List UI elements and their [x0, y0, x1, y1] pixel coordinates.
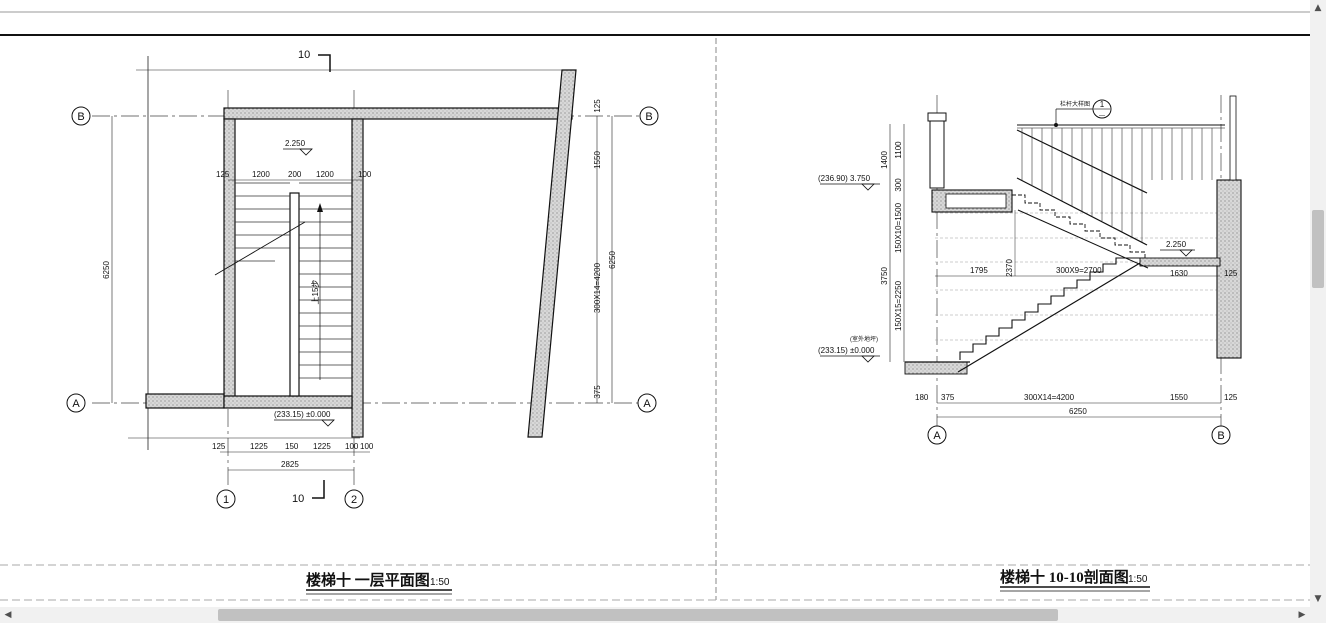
callout-sub: — [1099, 113, 1105, 119]
scroll-up-icon[interactable]: ▲ [1314, 3, 1322, 13]
dim-right-0: 125 [593, 99, 602, 113]
dim-bottom-3: 1225 [313, 442, 331, 451]
dim-inner-0: 1795 [970, 266, 988, 275]
callout-number: 1 [1100, 100, 1105, 109]
dim-top-3: 1200 [316, 170, 334, 179]
dim-bottom-s1: 375 [941, 393, 955, 402]
level-outdoor: (室外地坪) [850, 335, 878, 343]
dim-right-4: 375 [593, 385, 602, 399]
dim-bottom-5: 100 [360, 442, 374, 451]
vertical-scroll-thumb[interactable] [1312, 210, 1324, 288]
dim-inner-2: 300X9=2700 [1056, 266, 1102, 275]
dim-left-4: 3750 [880, 267, 889, 285]
grid-label-2: 2 [351, 494, 357, 506]
dim-bottom-s2: 300X14=4200 [1024, 393, 1075, 402]
level-top: (236.90) 3.750 [818, 174, 871, 183]
scroll-left-icon[interactable]: ◀ [4, 610, 12, 620]
horizontal-scrollbar[interactable]: ◀ ▶ [0, 607, 1310, 623]
dim-total-section: 6250 [1069, 407, 1087, 416]
dim-left-3: 150X10=1500 [894, 202, 903, 253]
section-drawing: 栏杆大样图 1 — (236.90) 3.750 2.250 (室外地坪) (2… [818, 95, 1242, 592]
section-mark-bottom: 10 [292, 493, 304, 505]
callout-text: 栏杆大样图 [1060, 100, 1090, 108]
section-scale: 1:50 [1128, 574, 1148, 585]
grid-label-1: 1 [223, 494, 229, 506]
dim-bottom-0: 125 [212, 442, 226, 451]
grid-label-a-section: A [933, 430, 941, 442]
dim-bottom-s3: 1550 [1170, 393, 1188, 402]
dim-right-2: 6250 [608, 251, 617, 269]
dim-bottom-4: 100 [345, 442, 359, 451]
horizontal-scroll-thumb[interactable] [218, 609, 1058, 621]
scroll-right-icon[interactable]: ▶ [1298, 610, 1306, 620]
dim-top-0: 125 [216, 170, 230, 179]
cad-drawing: B B A A 1 2 10 10 2.250 (233.15) ±0.000 … [0, 11, 1310, 601]
dim-left-0: 1400 [880, 151, 889, 169]
section-mark-top: 10 [298, 49, 310, 61]
dim-top-4: 100 [358, 170, 372, 179]
section-title: 楼梯十 10-10剖面图 [1000, 568, 1129, 586]
scroll-corner [1310, 607, 1326, 623]
scroll-down-icon[interactable]: ▼ [1314, 594, 1322, 604]
dim-bottom-2: 150 [285, 442, 299, 451]
dim-bottom-1: 1225 [250, 442, 268, 451]
dim-right-1: 1550 [593, 151, 602, 169]
level-ground-section: (233.15) ±0.000 [818, 346, 875, 355]
stair-label: 上15步 [311, 280, 320, 305]
plan-scale: 1:50 [430, 577, 450, 588]
level-ground: (233.15) ±0.000 [274, 410, 331, 419]
dim-left-5: 150X15=2250 [894, 280, 903, 331]
plan-drawing: B B A A 1 2 10 10 2.250 (233.15) ±0.000 … [66, 49, 659, 595]
dim-bottom-s4: 125 [1224, 393, 1238, 402]
dim-left-1: 1100 [894, 141, 903, 159]
dim-inner-4: 125 [1224, 269, 1238, 278]
grid-label-b-right: B [645, 111, 652, 123]
plan-title: 楼梯十 一层平面图 [306, 571, 430, 589]
grid-label-a-right: A [643, 398, 651, 410]
dim-inner-3: 1630 [1170, 269, 1188, 278]
grid-label-b-section: B [1217, 430, 1224, 442]
vertical-scrollbar[interactable]: ▲ ▼ [1310, 0, 1326, 607]
dim-right-3: 300X14=4200 [593, 262, 602, 313]
dim-total: 2825 [281, 460, 299, 469]
dim-top-2: 200 [288, 170, 302, 179]
dim-top-1: 1200 [252, 170, 270, 179]
dim-left-2: 300 [894, 178, 903, 192]
dim-left: 6250 [102, 261, 111, 279]
dim-inner-1: 2370 [1005, 259, 1014, 277]
grid-label-a-left: A [72, 398, 80, 410]
grid-label-b-left: B [77, 111, 84, 123]
level-mid: 2.250 [1166, 240, 1187, 249]
dim-bottom-s0: 180 [915, 393, 929, 402]
level-upper: 2.250 [285, 139, 306, 148]
